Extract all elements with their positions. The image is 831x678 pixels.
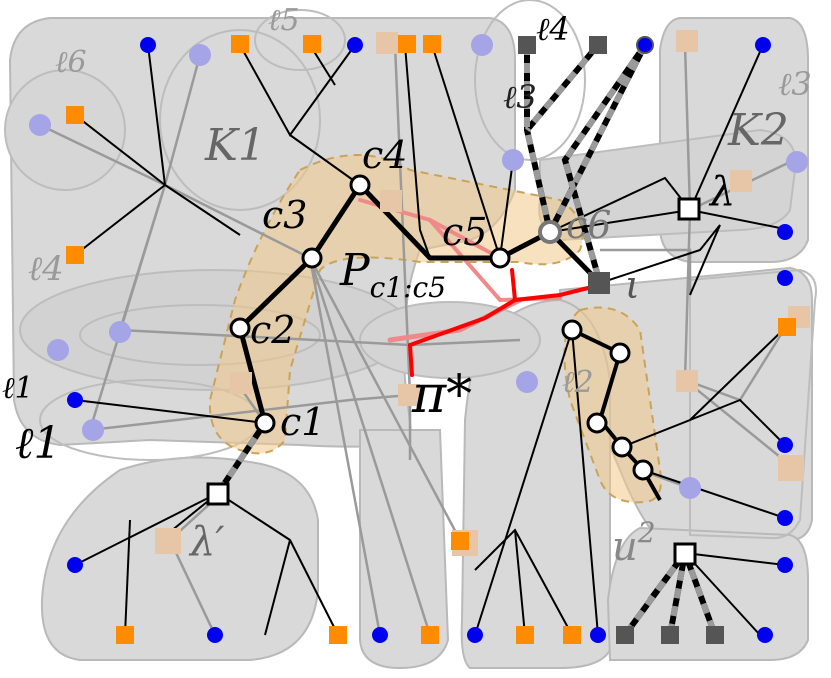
vertex-c2 <box>229 317 251 339</box>
label-ell4-left: ℓ4 <box>28 249 64 289</box>
label-c6: c6 <box>566 203 611 247</box>
dashed-edges <box>215 43 718 637</box>
terminals-orange <box>66 35 796 644</box>
highlights <box>208 154 662 504</box>
blob-right-lower <box>689 268 817 540</box>
vertex-light <box>47 339 69 361</box>
label-lambda-prime: λ′ <box>188 519 224 565</box>
vertex-light <box>82 419 104 441</box>
vertex-blue <box>140 37 156 53</box>
path-vertices <box>229 174 654 481</box>
label-c1: c1 <box>280 400 325 444</box>
label-c5: c5 <box>442 210 487 254</box>
blob-inner <box>79 304 321 366</box>
highlight-ell2 <box>563 306 662 504</box>
vertex-light <box>29 114 51 136</box>
vertex-blue <box>67 392 83 408</box>
vertex-light <box>679 477 701 499</box>
vertex-light <box>189 44 211 66</box>
vertex-ell2-c <box>586 412 608 434</box>
special-square-nodes <box>206 197 701 566</box>
highlight-c-path <box>208 154 584 455</box>
label-u2: u2 <box>612 516 656 570</box>
vertex-blue <box>777 437 793 453</box>
vertex-blue <box>590 627 606 643</box>
vertices-light-blue <box>29 34 808 499</box>
label-ell3-top: ℓ3 <box>503 78 537 116</box>
vertex-blue <box>67 557 83 573</box>
vertex-blue <box>467 627 483 643</box>
vertex-blue <box>372 627 388 643</box>
red-branch <box>408 268 517 377</box>
vertex-ell2-b <box>609 342 631 364</box>
vertex-light <box>471 34 493 56</box>
vertex-blue <box>777 510 793 526</box>
blob-center <box>359 301 541 379</box>
vertex-c3 <box>301 247 323 269</box>
vertex-blue <box>757 627 773 643</box>
vertex-c1 <box>254 412 276 434</box>
vertex-ell2-a <box>561 319 583 341</box>
label-ell3-right: ℓ3 <box>778 65 812 103</box>
pi-star-path <box>358 198 602 377</box>
blob-k1 <box>159 29 321 211</box>
vertex-blue <box>347 37 363 53</box>
terminals-dark <box>518 36 724 644</box>
blob-ell6 <box>4 69 126 191</box>
label-K2: K2 <box>727 105 789 156</box>
vertex-blue-outlined <box>636 36 654 54</box>
vertex-light <box>786 151 808 173</box>
vertex-ell2-e <box>632 459 654 481</box>
label-pi-star: π* <box>411 365 472 425</box>
black-edges <box>74 44 791 636</box>
label-c3: c3 <box>262 193 307 237</box>
label-P: Pc1:c5 <box>339 245 446 304</box>
vertices-blue <box>67 36 793 643</box>
label-c4: c4 <box>362 133 407 177</box>
label-ell5: ℓ5 <box>268 3 300 38</box>
label-ell1-small: ℓ1 <box>2 371 34 406</box>
vertex-blue <box>777 557 793 573</box>
vertex-ell2-d <box>611 436 633 458</box>
label-c2: c2 <box>250 308 295 352</box>
vertex-blue <box>207 627 223 643</box>
vertex-light <box>502 149 524 171</box>
labels: ℓ6 ℓ5 ℓ4 ℓ3 ℓ3 ℓ4 ℓ1 ℓ1 ℓ2 K1 K2 c1 c2 c… <box>2 3 812 570</box>
region-bottom-middle-stem <box>359 429 450 670</box>
label-iota: ι <box>625 263 640 307</box>
label-ell2: ℓ2 <box>562 365 594 400</box>
vertex-blue <box>777 224 793 240</box>
label-ell4-top: ℓ4 <box>536 10 570 48</box>
lambda-prime-node <box>206 482 230 506</box>
blob-ell3 <box>474 0 586 161</box>
lambda-node <box>677 197 701 221</box>
label-ell1-big: ℓ1 <box>15 418 61 469</box>
vertex-c4 <box>349 174 371 196</box>
label-lambda: λ <box>708 169 735 215</box>
blob-ell5 <box>254 9 346 71</box>
label-K1: K1 <box>204 120 266 171</box>
vertex-c5 <box>489 247 511 269</box>
vertex-c6 <box>538 220 562 244</box>
vertex-blue <box>777 270 793 286</box>
vertex-blue <box>755 37 771 53</box>
vertex-light <box>109 321 131 343</box>
u2-node <box>673 542 697 566</box>
vertex-light <box>516 371 538 393</box>
label-ell6: ℓ6 <box>55 45 87 80</box>
